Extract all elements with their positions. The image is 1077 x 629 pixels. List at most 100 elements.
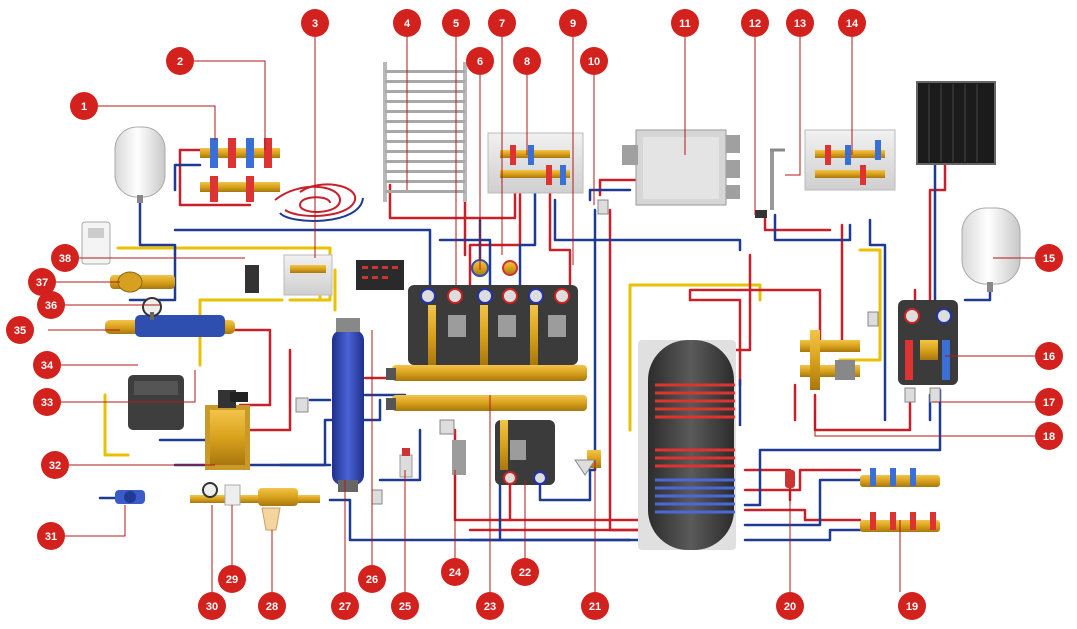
callout-number: 36	[45, 300, 57, 312]
callout-badge	[391, 592, 419, 620]
callout-badge	[258, 592, 286, 620]
callout-badge	[476, 592, 504, 620]
callout-18: 18	[1035, 422, 1063, 450]
callout-37: 37	[28, 268, 56, 296]
callout-badge	[559, 9, 587, 37]
water-heater-tank	[638, 340, 736, 550]
callout-number: 21	[589, 601, 601, 613]
callout-badge	[33, 388, 61, 416]
callout-21: 21	[581, 592, 609, 620]
callout-number: 24	[449, 567, 462, 579]
callout-number: 2	[177, 56, 183, 68]
callout-number: 29	[226, 574, 238, 586]
callout-27: 27	[331, 592, 359, 620]
callout-badge	[776, 592, 804, 620]
callout-badge	[33, 351, 61, 379]
callout-badge	[441, 558, 469, 586]
callout-number: 37	[36, 277, 48, 289]
callout-badge	[488, 9, 516, 37]
callout-number: 3	[312, 18, 318, 30]
callout-number: 10	[588, 56, 600, 68]
callout-20: 20	[776, 592, 804, 620]
wall-manifold-panel-right	[804, 129, 896, 191]
callout-badge	[6, 316, 34, 344]
callout-number: 22	[519, 567, 531, 579]
callout-badge	[331, 592, 359, 620]
callout-badge	[513, 47, 541, 75]
callout-38: 38	[51, 244, 79, 272]
callout-badge	[580, 47, 608, 75]
expansion-vessel-solar	[961, 207, 1021, 292]
callout-number: 30	[206, 601, 218, 613]
callout-number: 16	[1043, 351, 1055, 363]
callout-number: 27	[339, 601, 351, 613]
callout-number: 32	[49, 460, 61, 472]
callout-34: 34	[33, 351, 61, 379]
callout-23: 23	[476, 592, 504, 620]
callout-badge	[70, 92, 98, 120]
callout-badge	[393, 9, 421, 37]
callout-number: 19	[906, 601, 918, 613]
callout-26: 26	[358, 565, 386, 593]
callout-number: 23	[484, 601, 496, 613]
callout-22: 22	[511, 558, 539, 586]
callout-31: 31	[37, 522, 65, 550]
callout-19: 19	[898, 592, 926, 620]
callout-number: 20	[784, 601, 796, 613]
callout-badge	[442, 9, 470, 37]
hydraulic-separator	[332, 318, 364, 492]
callout-number: 18	[1043, 431, 1055, 443]
heating-controller	[356, 260, 404, 290]
callout-badge	[786, 9, 814, 37]
callout-number: 8	[524, 56, 530, 68]
callout-number: 4	[404, 18, 411, 30]
pump-group	[408, 285, 578, 365]
junction-box	[283, 254, 333, 296]
callout-number: 12	[749, 18, 761, 30]
expansion-vessel-heating	[114, 126, 166, 203]
callout-badge	[1035, 422, 1063, 450]
underfloor-heating-loop	[274, 183, 364, 222]
callout-number: 35	[14, 325, 26, 337]
gas-water-meter	[110, 265, 259, 293]
callout-30: 30	[198, 592, 226, 620]
callout-badge	[51, 244, 79, 272]
callout-badge	[198, 592, 226, 620]
callout-13: 13	[786, 9, 814, 37]
callout-28: 28	[258, 592, 286, 620]
callout-14: 14	[838, 9, 866, 37]
callout-2: 2	[166, 47, 194, 75]
callout-11: 11	[671, 9, 699, 37]
pump-group-small	[495, 420, 555, 485]
towel-radiator	[383, 62, 467, 202]
callout-10: 10	[580, 47, 608, 75]
callout-36: 36	[37, 291, 65, 319]
callout-25: 25	[391, 592, 419, 620]
callout-badge	[466, 47, 494, 75]
callout-7: 7	[488, 9, 516, 37]
callout-33: 33	[33, 388, 61, 416]
callout-number: 38	[59, 253, 71, 265]
pipe-network	[98, 148, 992, 542]
pressure-gauge-group	[105, 297, 235, 337]
callout-badge	[1035, 244, 1063, 272]
callout-badge	[838, 9, 866, 37]
wall-manifold-panel	[487, 132, 584, 194]
callout-1: 1	[70, 92, 98, 120]
solar-collector	[916, 81, 996, 165]
thermostatic-heads	[452, 259, 518, 475]
callout-number: 6	[477, 56, 483, 68]
callout-5: 5	[442, 9, 470, 37]
callout-32: 32	[41, 451, 69, 479]
solar-pump-station	[898, 300, 958, 385]
callout-35: 35	[6, 316, 34, 344]
callout-16: 16	[1035, 342, 1063, 370]
underfloor-manifold	[200, 138, 280, 202]
callout-badge	[41, 451, 69, 479]
callout-number: 9	[570, 18, 576, 30]
cold-water-inlet	[115, 482, 320, 531]
supply-line	[178, 148, 947, 532]
callout-6: 6	[466, 47, 494, 75]
callout-leaders	[48, 37, 1035, 592]
